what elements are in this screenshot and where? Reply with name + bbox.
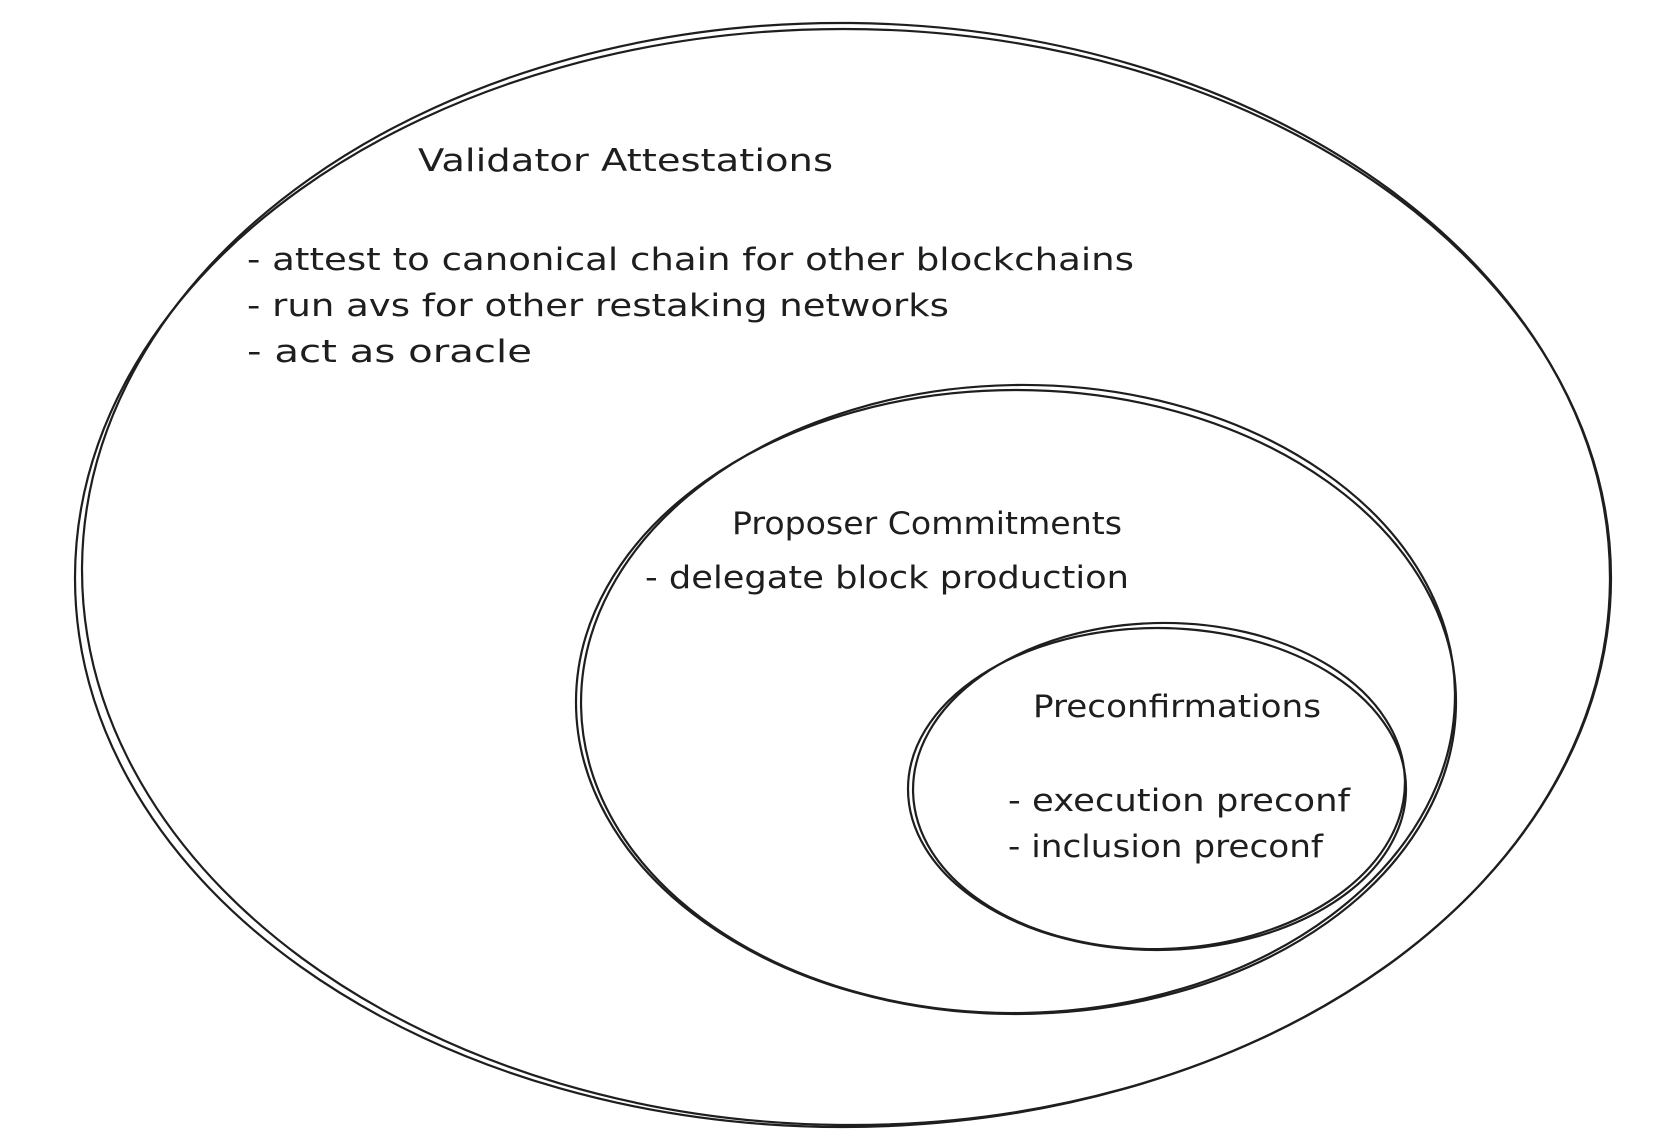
validator-item-1: - attest to canonical chain for other bl…: [247, 242, 1134, 278]
outer-ellipse-validator-attestations: [73, 21, 1613, 1129]
validator-item-3: - act as oracle: [247, 334, 532, 370]
proposer-item-1: - delegate block production: [645, 560, 1129, 596]
validator-attestations-title: Validator Attestations: [418, 143, 833, 179]
inner-ellipse-preconfirmations: [906, 621, 1408, 952]
validator-item-2: - run avs for other restaking networks: [247, 288, 949, 324]
preconf-item-1: - execution preconf: [1008, 783, 1351, 819]
preconf-item-2: - inclusion preconf: [1008, 829, 1324, 865]
preconfirmations-title: Preconfirmations: [1033, 689, 1321, 725]
middle-ellipse-proposer-commitments: [574, 383, 1458, 1016]
proposer-commitments-title: Proposer Commitments: [732, 506, 1122, 542]
